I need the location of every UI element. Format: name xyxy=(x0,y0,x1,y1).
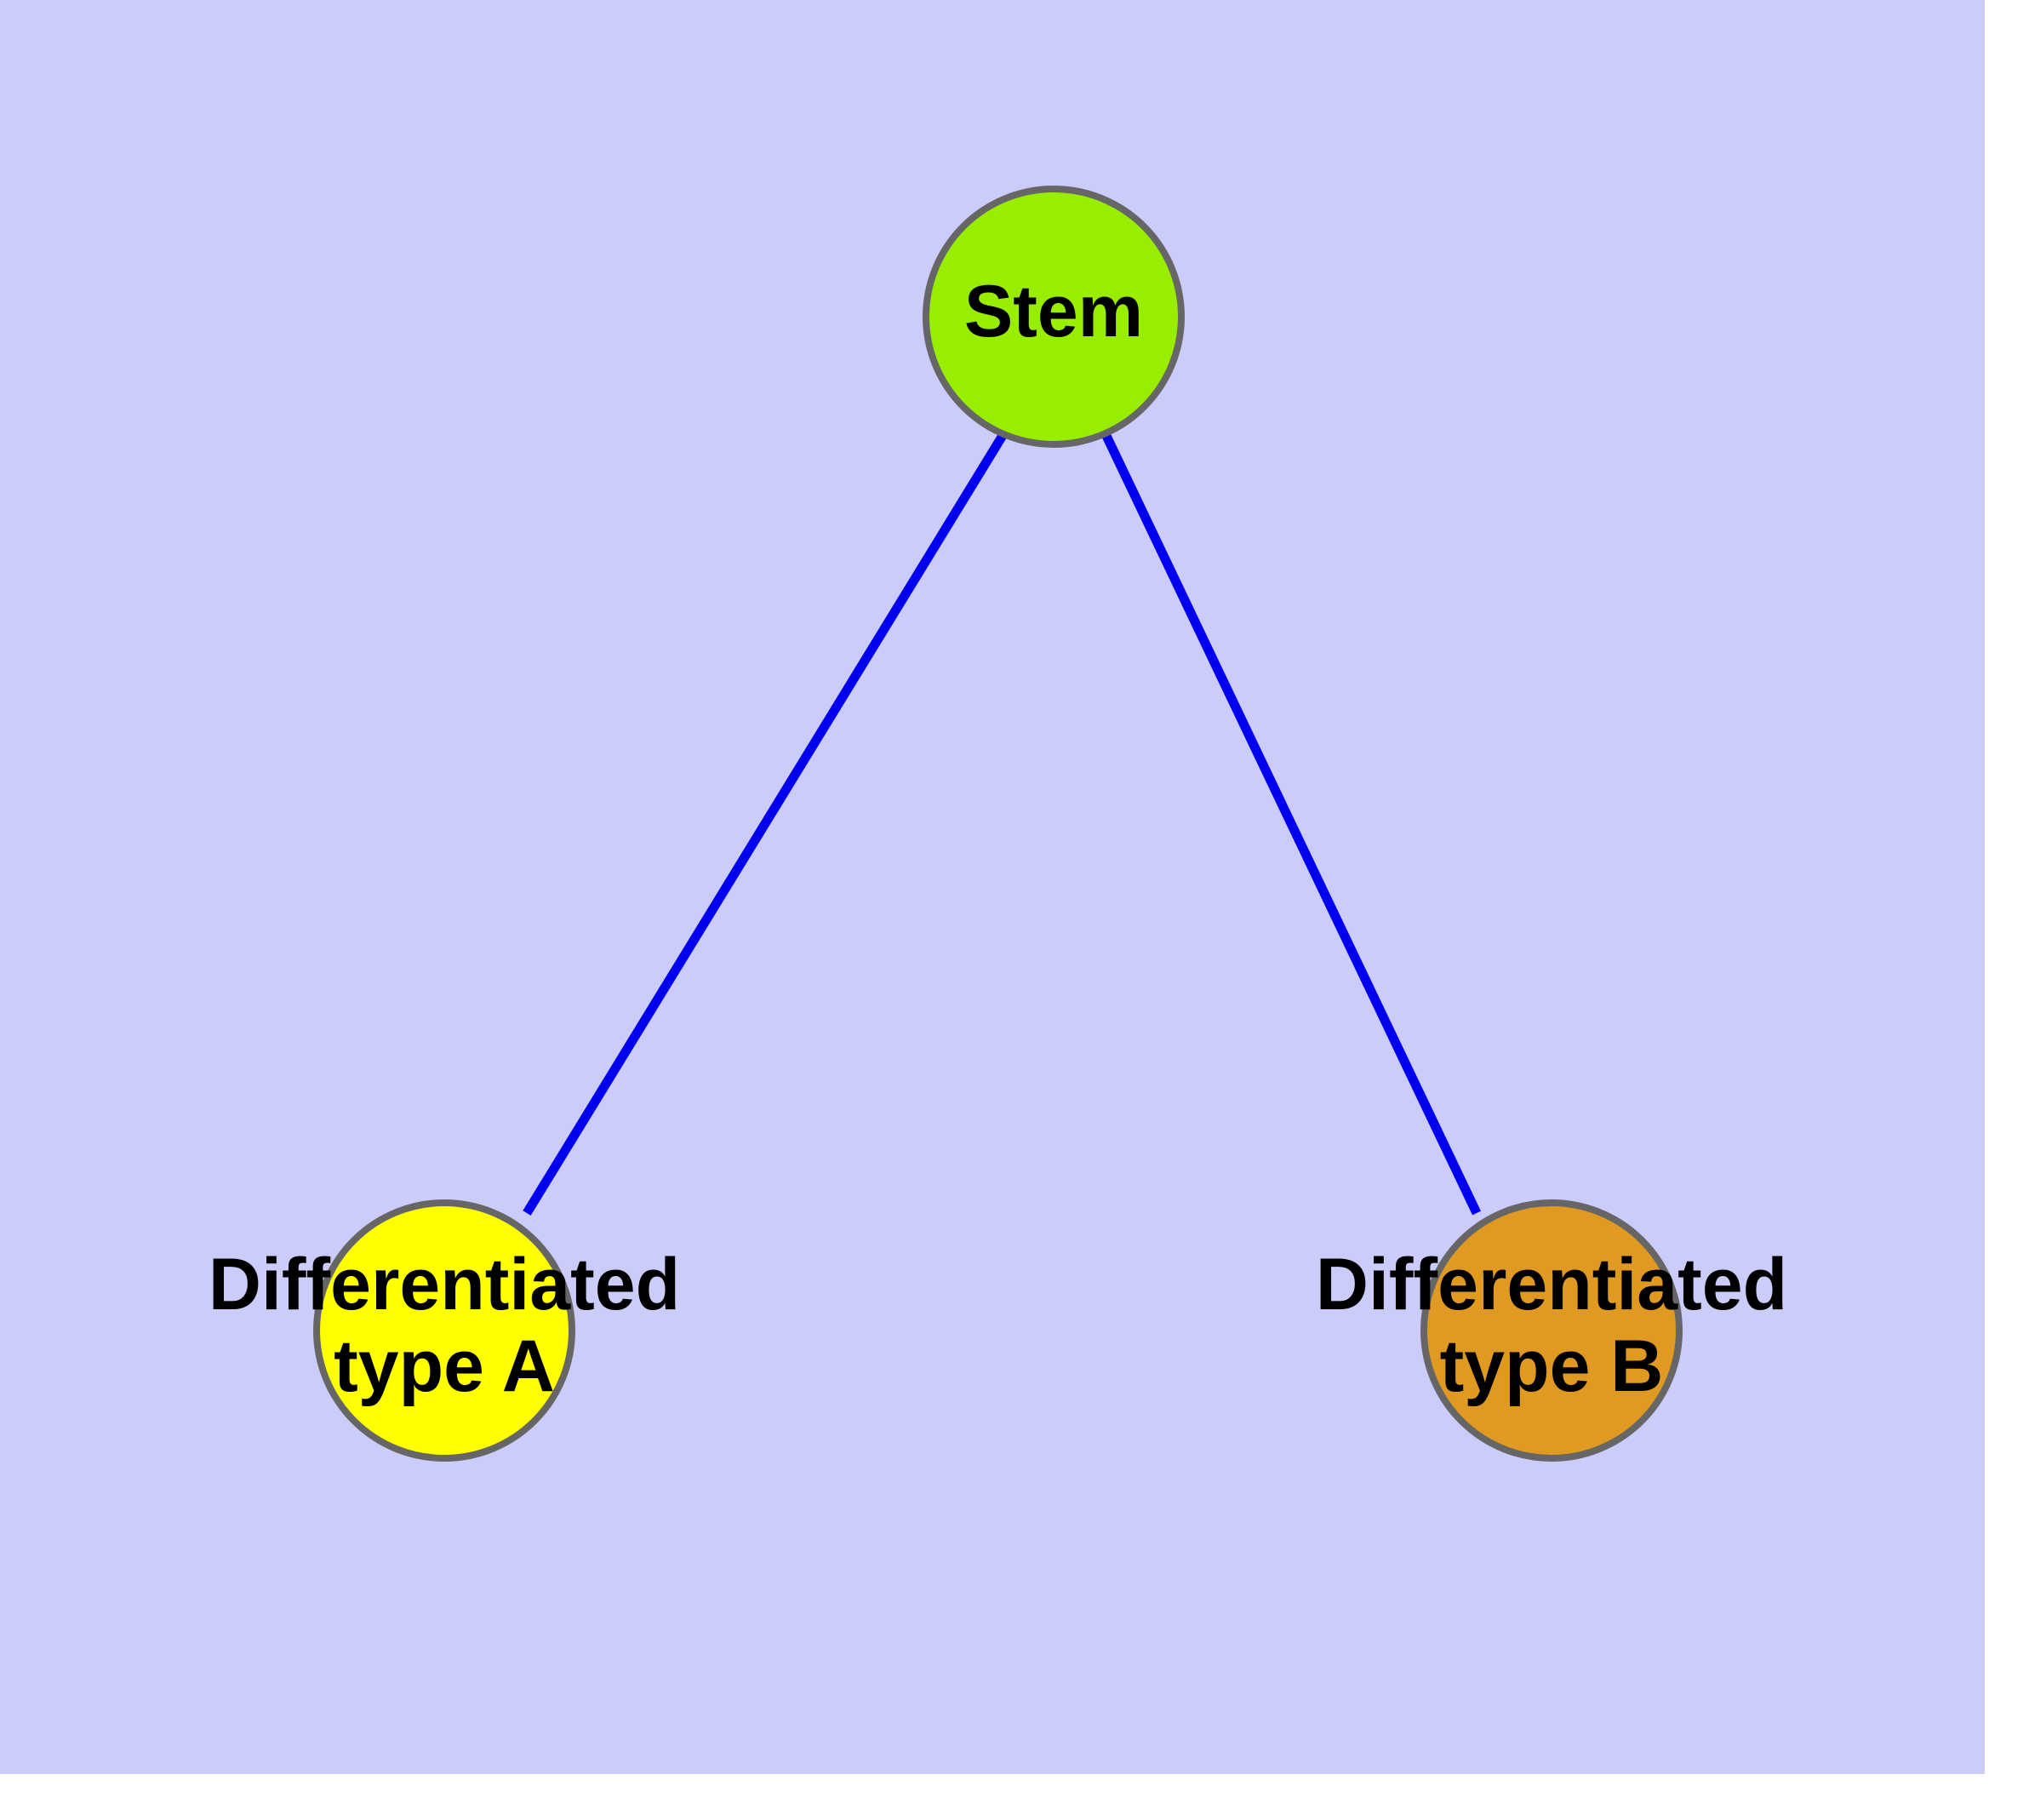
graph-node-stem[interactable] xyxy=(923,186,1185,448)
edges-layer xyxy=(523,432,1481,1216)
nodes-layer xyxy=(313,186,1683,1462)
graph-node-label-line: type B xyxy=(1440,1325,1664,1407)
graph-node-diff_a[interactable] xyxy=(313,1199,575,1462)
graph-edge-stem-to-diff-a xyxy=(523,432,1008,1216)
graph-node-diff_b[interactable] xyxy=(1420,1199,1683,1462)
graph-node-label-line: Differentiated xyxy=(209,1244,680,1325)
graph-node-label-stem: Stem xyxy=(964,271,1143,352)
graph-edge-stem-to-diff-b xyxy=(1102,433,1481,1216)
graph-node-label-line: type A xyxy=(334,1325,555,1407)
graph-node-label-line: Differentiated xyxy=(1316,1244,1787,1325)
graph-node-label-line: Stem xyxy=(964,271,1143,352)
